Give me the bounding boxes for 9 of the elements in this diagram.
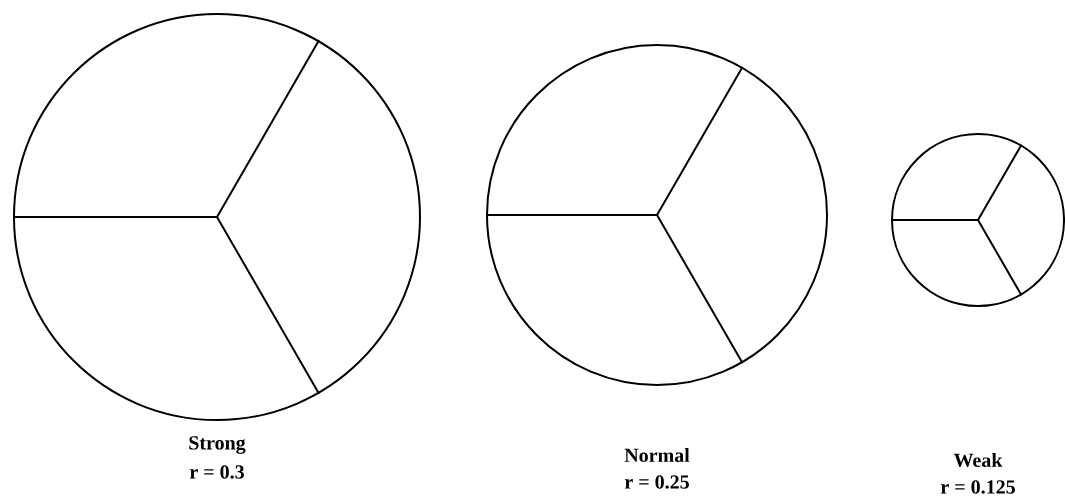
circle-label: r = 0.3 [189, 465, 244, 479]
circle-label: Normal [624, 447, 690, 463]
circle-label: Weak [953, 452, 1003, 468]
sector-circle [890, 133, 1065, 307]
sector-circle [12, 13, 421, 421]
circle-label: r = 0.25 [624, 475, 689, 489]
sector-circle [485, 44, 828, 386]
circle-label: Strong [189, 436, 246, 454]
circle-label: r = 0.125 [940, 480, 1015, 494]
